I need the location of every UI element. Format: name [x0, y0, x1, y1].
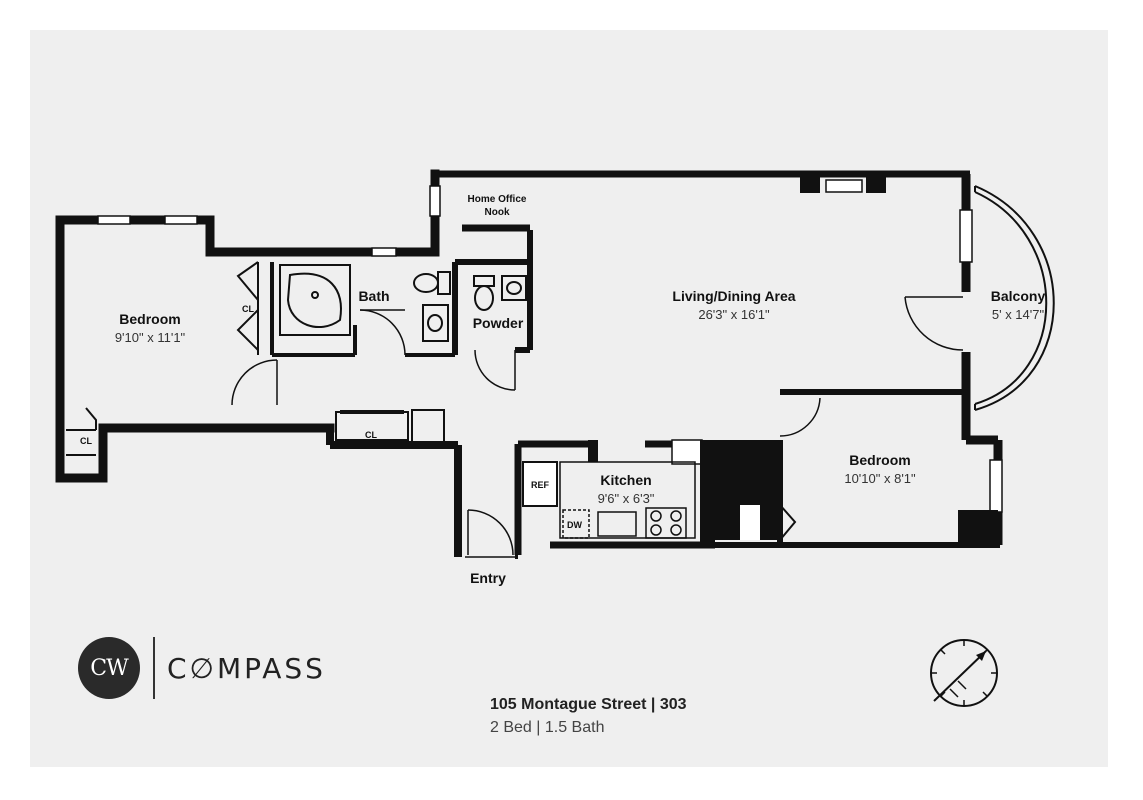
walls-entry — [326, 428, 518, 559]
room-dims-bedroom-west: 9'10" x 11'1" — [115, 330, 186, 345]
shaft-opening — [740, 505, 760, 540]
column-east-bedroom — [958, 510, 998, 545]
door-east-bedroom — [779, 397, 821, 437]
room-name-home-office: Home Office — [468, 194, 527, 205]
walls-home-office — [431, 170, 970, 252]
room-name-balcony: Balcony — [991, 288, 1046, 304]
toilet-powder — [473, 275, 495, 311]
balcony-railing — [974, 185, 1055, 411]
room-dims-living: 26'3" x 16'1" — [698, 307, 770, 322]
closet-label-west: CL — [242, 304, 254, 314]
door-west-bedroom — [231, 359, 278, 406]
closet-label-hall: CL — [365, 430, 377, 440]
walls-powder — [452, 230, 533, 355]
room-name-living: Living/Dining Area — [672, 288, 795, 304]
room-name-entry: Entry — [470, 570, 506, 586]
brand-divider — [153, 637, 155, 699]
kitchen-window — [671, 439, 703, 465]
sink-powder — [501, 275, 527, 301]
bathtub — [279, 264, 351, 336]
windows-west-bedroom — [97, 215, 397, 257]
floor-plan: CL CL — [55, 169, 1055, 586]
door-balcony — [904, 296, 964, 351]
closet-southwest — [66, 407, 97, 456]
kitchen-counter — [559, 461, 696, 539]
room-dims-bedroom-east: 10'10" x 8'1" — [844, 471, 916, 486]
refrigerator-label: REF — [531, 480, 550, 490]
window-balcony-door — [959, 209, 973, 263]
column-living-right — [866, 177, 886, 193]
window-living — [825, 179, 863, 193]
room-name-bedroom-east: Bedroom — [849, 452, 910, 468]
floorplan-sheet: CL CL — [30, 30, 1108, 767]
door-entry — [467, 509, 514, 556]
closet-label-southwest: CL — [80, 436, 92, 446]
room-name-bedroom-west: Bedroom — [119, 311, 180, 327]
listing-address: 105 Montague Street | 303 — [490, 696, 687, 713]
window-office — [429, 185, 441, 217]
kitchen-post — [588, 440, 598, 462]
compass-wordmark: C∅MPASS — [167, 651, 326, 685]
room-name-powder: Powder — [473, 315, 524, 331]
room-name-bath: Bath — [358, 288, 389, 304]
room-name-home-office-nook: Nook — [485, 207, 510, 218]
column-living-left — [800, 177, 820, 193]
refrigerator — [522, 461, 558, 507]
dishwasher — [562, 509, 590, 539]
cooktop — [645, 507, 687, 539]
window-east-bedroom — [989, 459, 1003, 513]
compass-rose-icon — [930, 639, 998, 707]
sink-bath — [422, 304, 449, 342]
dishwasher-label: DW — [567, 520, 582, 530]
kitchen-wall-east — [700, 440, 715, 544]
cw-logo: CW — [78, 637, 140, 699]
kitchen-sink — [597, 511, 637, 537]
room-dims-kitchen: 9'6" x 6'3" — [598, 491, 655, 506]
room-dims-balcony: 5' x 14'7" — [992, 307, 1045, 322]
toilet-bath — [413, 271, 451, 295]
door-bath — [359, 309, 406, 356]
listing-beds-baths: 2 Bed | 1.5 Bath — [490, 719, 605, 736]
brand-block: CW C∅MPASS — [78, 637, 326, 699]
door-powder — [474, 349, 516, 391]
hall-cabinet — [411, 409, 445, 443]
room-name-kitchen: Kitchen — [600, 472, 651, 488]
